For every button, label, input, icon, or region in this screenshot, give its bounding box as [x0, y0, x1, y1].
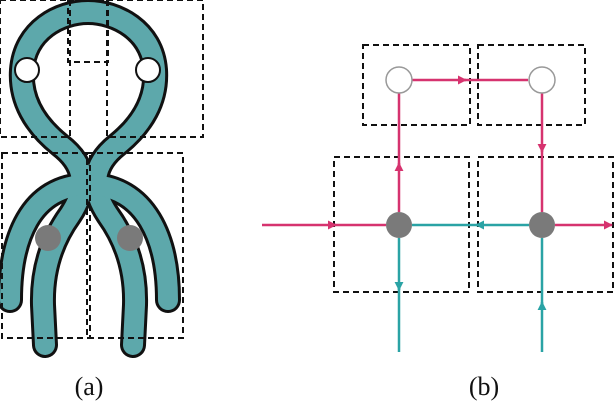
dashed-boxes-b	[333, 44, 614, 293]
box-top-left	[0, 0, 71, 138]
ribbon-band	[0, 0, 181, 358]
crossing-node-b-left	[386, 212, 412, 238]
box-top-left-b	[362, 44, 471, 126]
open-node-left	[14, 57, 40, 83]
open-node-right	[135, 57, 161, 83]
open-node-b-right	[528, 66, 556, 94]
box-top-right	[106, 0, 204, 138]
box-top-right-b	[477, 44, 586, 126]
magenta-path	[262, 75, 613, 230]
panel-b	[262, 44, 614, 352]
box-middle	[67, 0, 109, 63]
panel-a	[0, 0, 204, 358]
crossing-node-right	[117, 225, 143, 251]
box-bottom-left	[1, 152, 91, 339]
dashed-boxes-a	[0, 0, 204, 339]
crossing-node-left	[35, 225, 61, 251]
open-node-b-left	[385, 66, 413, 94]
caption-panel-b: (b)	[468, 372, 500, 401]
caption-panel-a: (a)	[74, 372, 104, 401]
crossing-node-b-right	[529, 212, 555, 238]
teal-path	[394, 220, 547, 352]
